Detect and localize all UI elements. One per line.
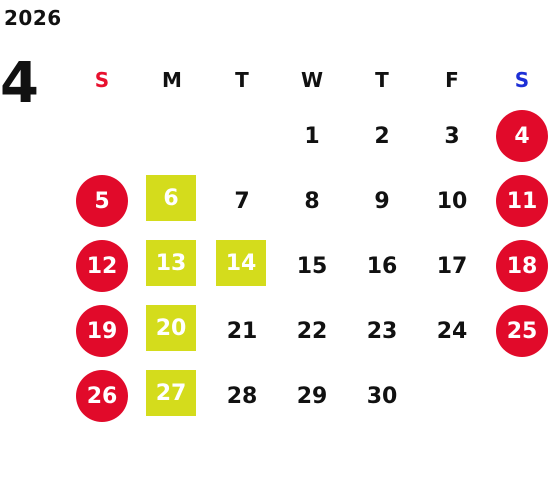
day-6[interactable]: 6 bbox=[146, 175, 196, 221]
day-27[interactable]: 27 bbox=[146, 370, 196, 416]
day-11[interactable]: 11 bbox=[496, 175, 548, 227]
day-8[interactable]: 8 bbox=[304, 188, 320, 214]
day-16[interactable]: 16 bbox=[366, 253, 398, 279]
week-row: 19 20 21 22 23 24 25 bbox=[66, 299, 548, 364]
year-label: 2026 bbox=[4, 6, 62, 30]
week-row: 1 2 3 4 bbox=[66, 104, 548, 169]
day-22[interactable]: 22 bbox=[296, 318, 328, 344]
day-3[interactable]: 3 bbox=[444, 123, 460, 149]
weekday-tuesday: T bbox=[235, 68, 249, 92]
day-30[interactable]: 30 bbox=[366, 383, 398, 409]
week-row: 12 13 14 15 16 17 18 bbox=[66, 234, 548, 299]
day-19[interactable]: 19 bbox=[76, 305, 128, 357]
day-23[interactable]: 23 bbox=[366, 318, 398, 344]
day-20[interactable]: 20 bbox=[146, 305, 196, 351]
day-4[interactable]: 4 bbox=[496, 110, 548, 162]
empty-day-cell bbox=[426, 370, 478, 422]
empty-day-cell bbox=[496, 370, 548, 422]
week-row: 26 27 28 29 30 bbox=[66, 364, 548, 429]
day-24[interactable]: 24 bbox=[436, 318, 468, 344]
day-25[interactable]: 25 bbox=[496, 305, 548, 357]
day-29[interactable]: 29 bbox=[296, 383, 328, 409]
day-15[interactable]: 15 bbox=[296, 253, 328, 279]
weekday-header-row: S M T W T F S bbox=[66, 56, 548, 104]
weekday-thursday: T bbox=[375, 68, 389, 92]
weekday-saturday: S bbox=[514, 68, 530, 92]
day-13[interactable]: 13 bbox=[146, 240, 196, 286]
weekday-wednesday: W bbox=[300, 68, 324, 92]
weekday-friday: F bbox=[445, 68, 459, 92]
day-28[interactable]: 28 bbox=[226, 383, 258, 409]
day-9[interactable]: 9 bbox=[374, 188, 390, 214]
weekday-monday: M bbox=[162, 68, 182, 92]
day-10[interactable]: 10 bbox=[436, 188, 468, 214]
day-17[interactable]: 17 bbox=[436, 253, 468, 279]
day-5[interactable]: 5 bbox=[76, 175, 128, 227]
day-14[interactable]: 14 bbox=[216, 240, 266, 286]
day-1[interactable]: 1 bbox=[304, 123, 320, 149]
empty-day-cell bbox=[76, 110, 128, 162]
month-number: 4 bbox=[0, 51, 39, 116]
empty-day-cell bbox=[216, 110, 268, 162]
day-26[interactable]: 26 bbox=[76, 370, 128, 422]
empty-day-cell bbox=[146, 110, 198, 162]
day-2[interactable]: 2 bbox=[374, 123, 390, 149]
day-7[interactable]: 7 bbox=[234, 188, 250, 214]
day-18[interactable]: 18 bbox=[496, 240, 548, 292]
weekday-sunday: S bbox=[94, 68, 110, 92]
day-12[interactable]: 12 bbox=[76, 240, 128, 292]
day-21[interactable]: 21 bbox=[226, 318, 258, 344]
